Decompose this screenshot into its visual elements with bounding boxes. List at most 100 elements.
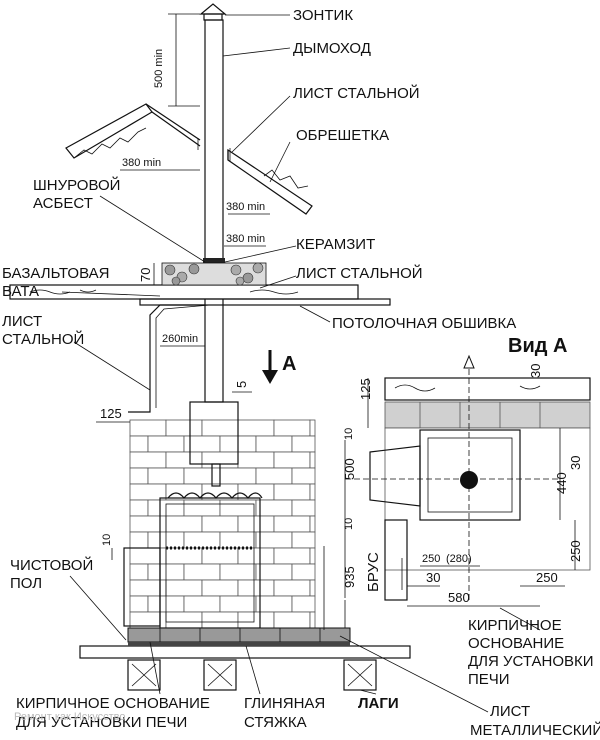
ceiling-section bbox=[9, 284, 391, 306]
brick bbox=[291, 467, 316, 485]
brick bbox=[165, 579, 203, 597]
label-view-a-title: Вид А bbox=[508, 335, 567, 357]
brick bbox=[219, 595, 257, 613]
label-ceiling-lining: ПОТОЛОЧНАЯ ОБШИВКА bbox=[332, 315, 516, 332]
brick bbox=[255, 499, 293, 517]
brick bbox=[129, 515, 167, 533]
brick bbox=[237, 579, 275, 597]
brick bbox=[129, 419, 167, 437]
view-a-top-arrow bbox=[463, 354, 475, 369]
dim-view-125: 125 bbox=[358, 378, 373, 400]
label-finish-floor-1: ЧИСТОВОЙ bbox=[10, 556, 93, 574]
brick-wall bbox=[129, 419, 316, 629]
label-beam: БРУС bbox=[365, 552, 382, 592]
brick bbox=[129, 595, 149, 613]
roof-right bbox=[227, 148, 313, 215]
label-metal-sheet-1: ЛИСТ bbox=[490, 703, 530, 720]
brick bbox=[309, 483, 316, 501]
label-arrow-a: А bbox=[282, 353, 296, 375]
brick bbox=[291, 435, 316, 453]
brick bbox=[129, 499, 149, 517]
dim-view-580: 580 bbox=[448, 590, 470, 605]
clay-screed bbox=[128, 642, 350, 646]
brick bbox=[273, 483, 311, 501]
brick bbox=[147, 435, 185, 453]
label-brick-base-right-2: ОСНОВАНИЕ bbox=[468, 635, 564, 652]
brick bbox=[309, 547, 316, 565]
brick bbox=[165, 547, 203, 565]
label-umbrella: ЗОНТИК bbox=[293, 7, 353, 24]
brick bbox=[273, 451, 311, 469]
dim-view-250-b: 250 bbox=[536, 570, 558, 585]
brick bbox=[201, 419, 239, 437]
view-a-arrow bbox=[262, 350, 278, 384]
dim-view-250-right: 250 bbox=[568, 540, 583, 562]
label-basalt-wool-1: БАЗАЛЬТОВАЯ bbox=[2, 265, 109, 282]
brick bbox=[237, 547, 275, 565]
brick bbox=[165, 419, 203, 437]
dimension-lines bbox=[96, 13, 576, 630]
dim-view-30-bottom: 30 bbox=[426, 570, 440, 585]
brick bbox=[201, 579, 239, 597]
brick bbox=[291, 595, 316, 613]
brick bbox=[183, 467, 221, 485]
brick bbox=[309, 515, 316, 533]
brick bbox=[255, 531, 293, 549]
brick bbox=[237, 451, 275, 469]
dim-view-250-a: 250 bbox=[422, 553, 440, 565]
brick bbox=[219, 467, 257, 485]
dim-260min: 260min bbox=[162, 333, 198, 345]
dim-380min-left: 380 min bbox=[122, 157, 161, 169]
brick bbox=[309, 611, 316, 629]
brick bbox=[165, 451, 203, 469]
dim-70: 70 bbox=[138, 268, 153, 282]
floor-joists bbox=[127, 659, 377, 691]
roof-left bbox=[65, 103, 201, 159]
brick bbox=[237, 611, 275, 629]
dim-935: 935 bbox=[342, 566, 357, 588]
brick bbox=[201, 515, 239, 533]
brick bbox=[201, 611, 239, 629]
brick bbox=[273, 579, 311, 597]
label-brick-base-bottom-2: ДЛЯ УСТАНОВКИ ПЕЧИ bbox=[16, 714, 187, 731]
label-clay-screed-2: СТЯЖКА bbox=[244, 714, 307, 731]
dim-500min: 500 min bbox=[153, 49, 165, 88]
brick bbox=[273, 547, 311, 565]
brick bbox=[255, 563, 293, 581]
brick bbox=[237, 419, 275, 437]
dim-125-left: 125 bbox=[100, 406, 122, 421]
label-steel-sheet-left-1: ЛИСТ bbox=[2, 313, 42, 330]
brick bbox=[255, 595, 293, 613]
dim-380min-mid: 380 min bbox=[226, 233, 265, 245]
expanded-clay-fill bbox=[161, 262, 267, 286]
brick bbox=[291, 499, 316, 517]
label-chimney: ДЫМОХОД bbox=[293, 40, 371, 57]
label-cord-asbestos-1: ШНУРОВОЙ bbox=[33, 176, 120, 194]
label-brick-base-right-1: КИРПИЧНОЕ bbox=[468, 617, 562, 634]
brick bbox=[219, 563, 257, 581]
brick bbox=[273, 419, 311, 437]
label-steel-sheet-left-2: СТАЛЬНОЙ bbox=[2, 330, 84, 348]
brick bbox=[309, 451, 316, 469]
label-expanded-clay: КЕРАМЗИТ bbox=[296, 236, 375, 253]
label-steel-sheet-mid: ЛИСТ СТАЛЬНОЙ bbox=[296, 264, 423, 282]
brick bbox=[183, 595, 221, 613]
label-brick-base-bottom-1: КИРПИЧНОЕ ОСНОВАНИЕ bbox=[16, 695, 210, 712]
brick bbox=[309, 579, 316, 597]
dim-view-440: 440 bbox=[554, 472, 569, 494]
brick bbox=[129, 547, 167, 565]
brick bbox=[201, 547, 239, 565]
label-brick-base-right-4: ПЕЧИ bbox=[468, 671, 510, 688]
brick bbox=[237, 515, 275, 533]
watermark: Ремонт как Искусство bbox=[14, 711, 125, 723]
dim-380min-right: 380 min bbox=[226, 201, 265, 213]
brick bbox=[219, 531, 257, 549]
brick bbox=[183, 563, 221, 581]
brick bbox=[273, 611, 311, 629]
brick bbox=[183, 531, 221, 549]
brick bbox=[147, 467, 185, 485]
steel-sheet-shield bbox=[128, 304, 205, 413]
leader-lines bbox=[61, 14, 541, 713]
brick bbox=[129, 579, 167, 597]
